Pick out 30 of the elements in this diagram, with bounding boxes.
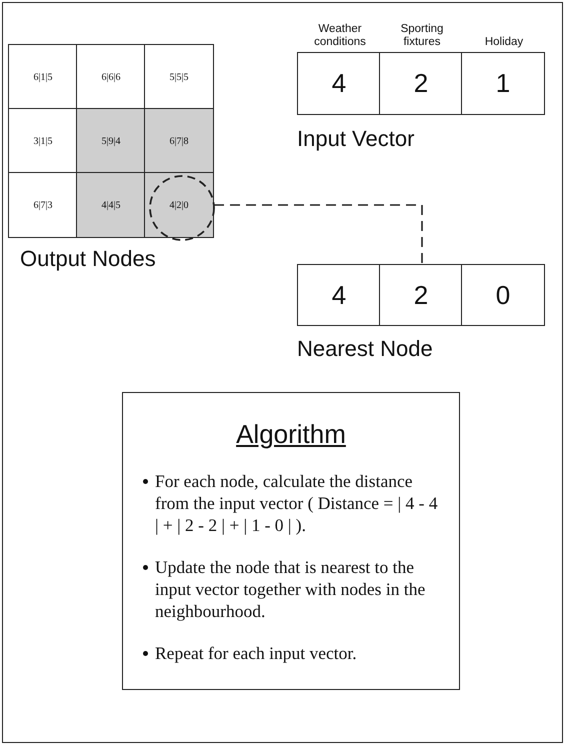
group-title: Input Vector — [297, 126, 414, 152]
cell-value: 4 — [332, 68, 346, 99]
group-title: Output Nodes — [20, 246, 156, 272]
grid-node-cell: 4|4|5 — [76, 172, 146, 238]
dashed-connector — [214, 204, 423, 264]
grid-node-cell: 5|9|4 — [76, 108, 146, 174]
grid-node-cell: 6|6|6 — [76, 44, 146, 110]
vector-cell — [297, 264, 381, 326]
column-header: Holiday — [484, 36, 524, 49]
cell-value: 0 — [496, 280, 510, 310]
grid-node-cell: 5|5|5 — [144, 44, 214, 110]
bullet-text: For each node, calculate the distance from the input vector ( Distance = | 4 - 4 | + | 2 - 2 | + | 1 - 0 | ). — [155, 471, 438, 535]
column-header: Sporting fixtures — [400, 23, 444, 49]
group-title: Nearest Node — [297, 336, 433, 362]
grid-node-cell: 4|2|0 — [144, 172, 214, 238]
grid-node-cell: 6|7|3 — [8, 172, 78, 238]
cell-value: 2 — [414, 68, 428, 99]
column-header: Weather conditions — [313, 23, 367, 49]
vector-cell — [379, 264, 463, 326]
grid-node-cell: 3|1|5 — [8, 108, 78, 174]
vector-cell — [461, 264, 545, 326]
bullet-text: Repeat for each input vector. — [155, 643, 357, 663]
cell-value: 1 — [496, 68, 510, 99]
cell-value: 4 — [332, 280, 346, 310]
bullet-text: Update the node that is nearest to the input vector together with nodes in the neighbourhood. — [155, 557, 426, 621]
panel-heading: Algorithm — [235, 419, 347, 450]
grid-node-cell: 6|7|8 — [144, 108, 214, 174]
cell-value: 2 — [414, 280, 428, 310]
algorithm-panel — [122, 392, 460, 690]
grid-node-cell: 6|1|5 — [8, 44, 78, 110]
